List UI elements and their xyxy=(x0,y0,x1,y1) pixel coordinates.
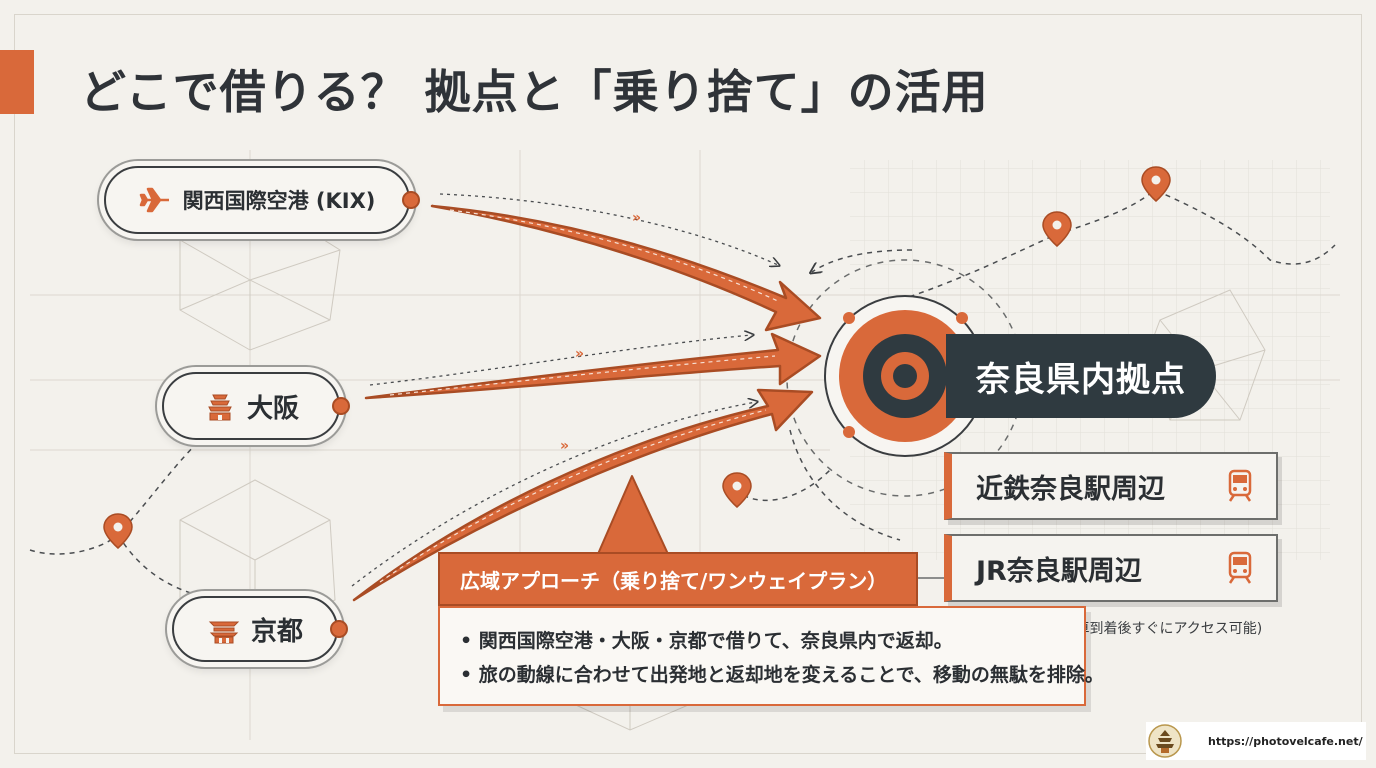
svg-text:»: » xyxy=(560,438,569,454)
connector-dot xyxy=(330,620,348,638)
footer-logo-box[interactable]: https://photovelcafe.net/ xyxy=(1146,722,1366,760)
origin-osaka-pill: 大阪 xyxy=(162,372,350,440)
flow-arrow-kyoto xyxy=(352,388,814,602)
temple-icon xyxy=(208,621,240,644)
chevron-marks: » » » xyxy=(560,210,641,454)
origin-kix-pill: 関西国際空港 (KIX) xyxy=(104,166,420,234)
arrow-guides xyxy=(351,193,778,587)
callout-bullet: • 関西国際空港・大阪・京都で借りて、奈良県内で返却。 xyxy=(460,630,953,652)
flow-arrow-kix xyxy=(430,204,822,332)
page-title: どこで借りる？ 拠点と「乗り捨て」の活用 xyxy=(80,65,989,119)
title-accent-bar xyxy=(0,50,34,114)
footer-url-link[interactable]: https://photovelcafe.net/ xyxy=(1208,734,1363,748)
hub-target-icon xyxy=(824,295,986,457)
hub-label: 奈良県内拠点 xyxy=(946,334,1216,418)
station-label: 近鉄奈良駅周辺 xyxy=(976,473,1165,505)
connector-dot xyxy=(332,397,350,415)
location-pin-icons xyxy=(103,166,1171,549)
origin-kyoto-pill: 京都 xyxy=(172,596,348,662)
slide-frame xyxy=(14,14,1362,754)
origin-kyoto-label: 京都 xyxy=(250,616,303,647)
castle-icon xyxy=(208,394,232,421)
callout-bullet: • 旅の動線に合わせて出発地と返却地を変えることで、移動の無駄を排除。 xyxy=(460,664,1104,686)
callout-tail xyxy=(597,475,669,555)
callout-body: • 関西国際空港・大阪・京都で借りて、奈良県内で返却。 • 旅の動線に合わせて出… xyxy=(438,606,1104,706)
train-icon xyxy=(1228,469,1252,502)
cafe-seal-logo xyxy=(1148,724,1182,758)
airplane-icon xyxy=(139,187,169,213)
svg-text:»: » xyxy=(575,346,584,362)
station-jr-nara: JR奈良駅周辺 xyxy=(944,534,1278,602)
station-kintetsu-nara: 近鉄奈良駅周辺 xyxy=(944,452,1278,520)
svg-text:»: » xyxy=(632,210,641,226)
station-label: JR奈良駅周辺 xyxy=(976,555,1142,587)
connector-dot xyxy=(402,191,420,209)
origin-osaka-label: 大阪 xyxy=(246,393,299,424)
origin-kix-label: 関西国際空港 (KIX) xyxy=(182,189,376,213)
flow-arrow-osaka xyxy=(364,332,822,400)
callout-heading: 広域アプローチ（乗り捨て/ワンウェイプラン） xyxy=(438,552,918,606)
flow-arrows xyxy=(352,204,822,602)
train-icon xyxy=(1228,551,1252,584)
